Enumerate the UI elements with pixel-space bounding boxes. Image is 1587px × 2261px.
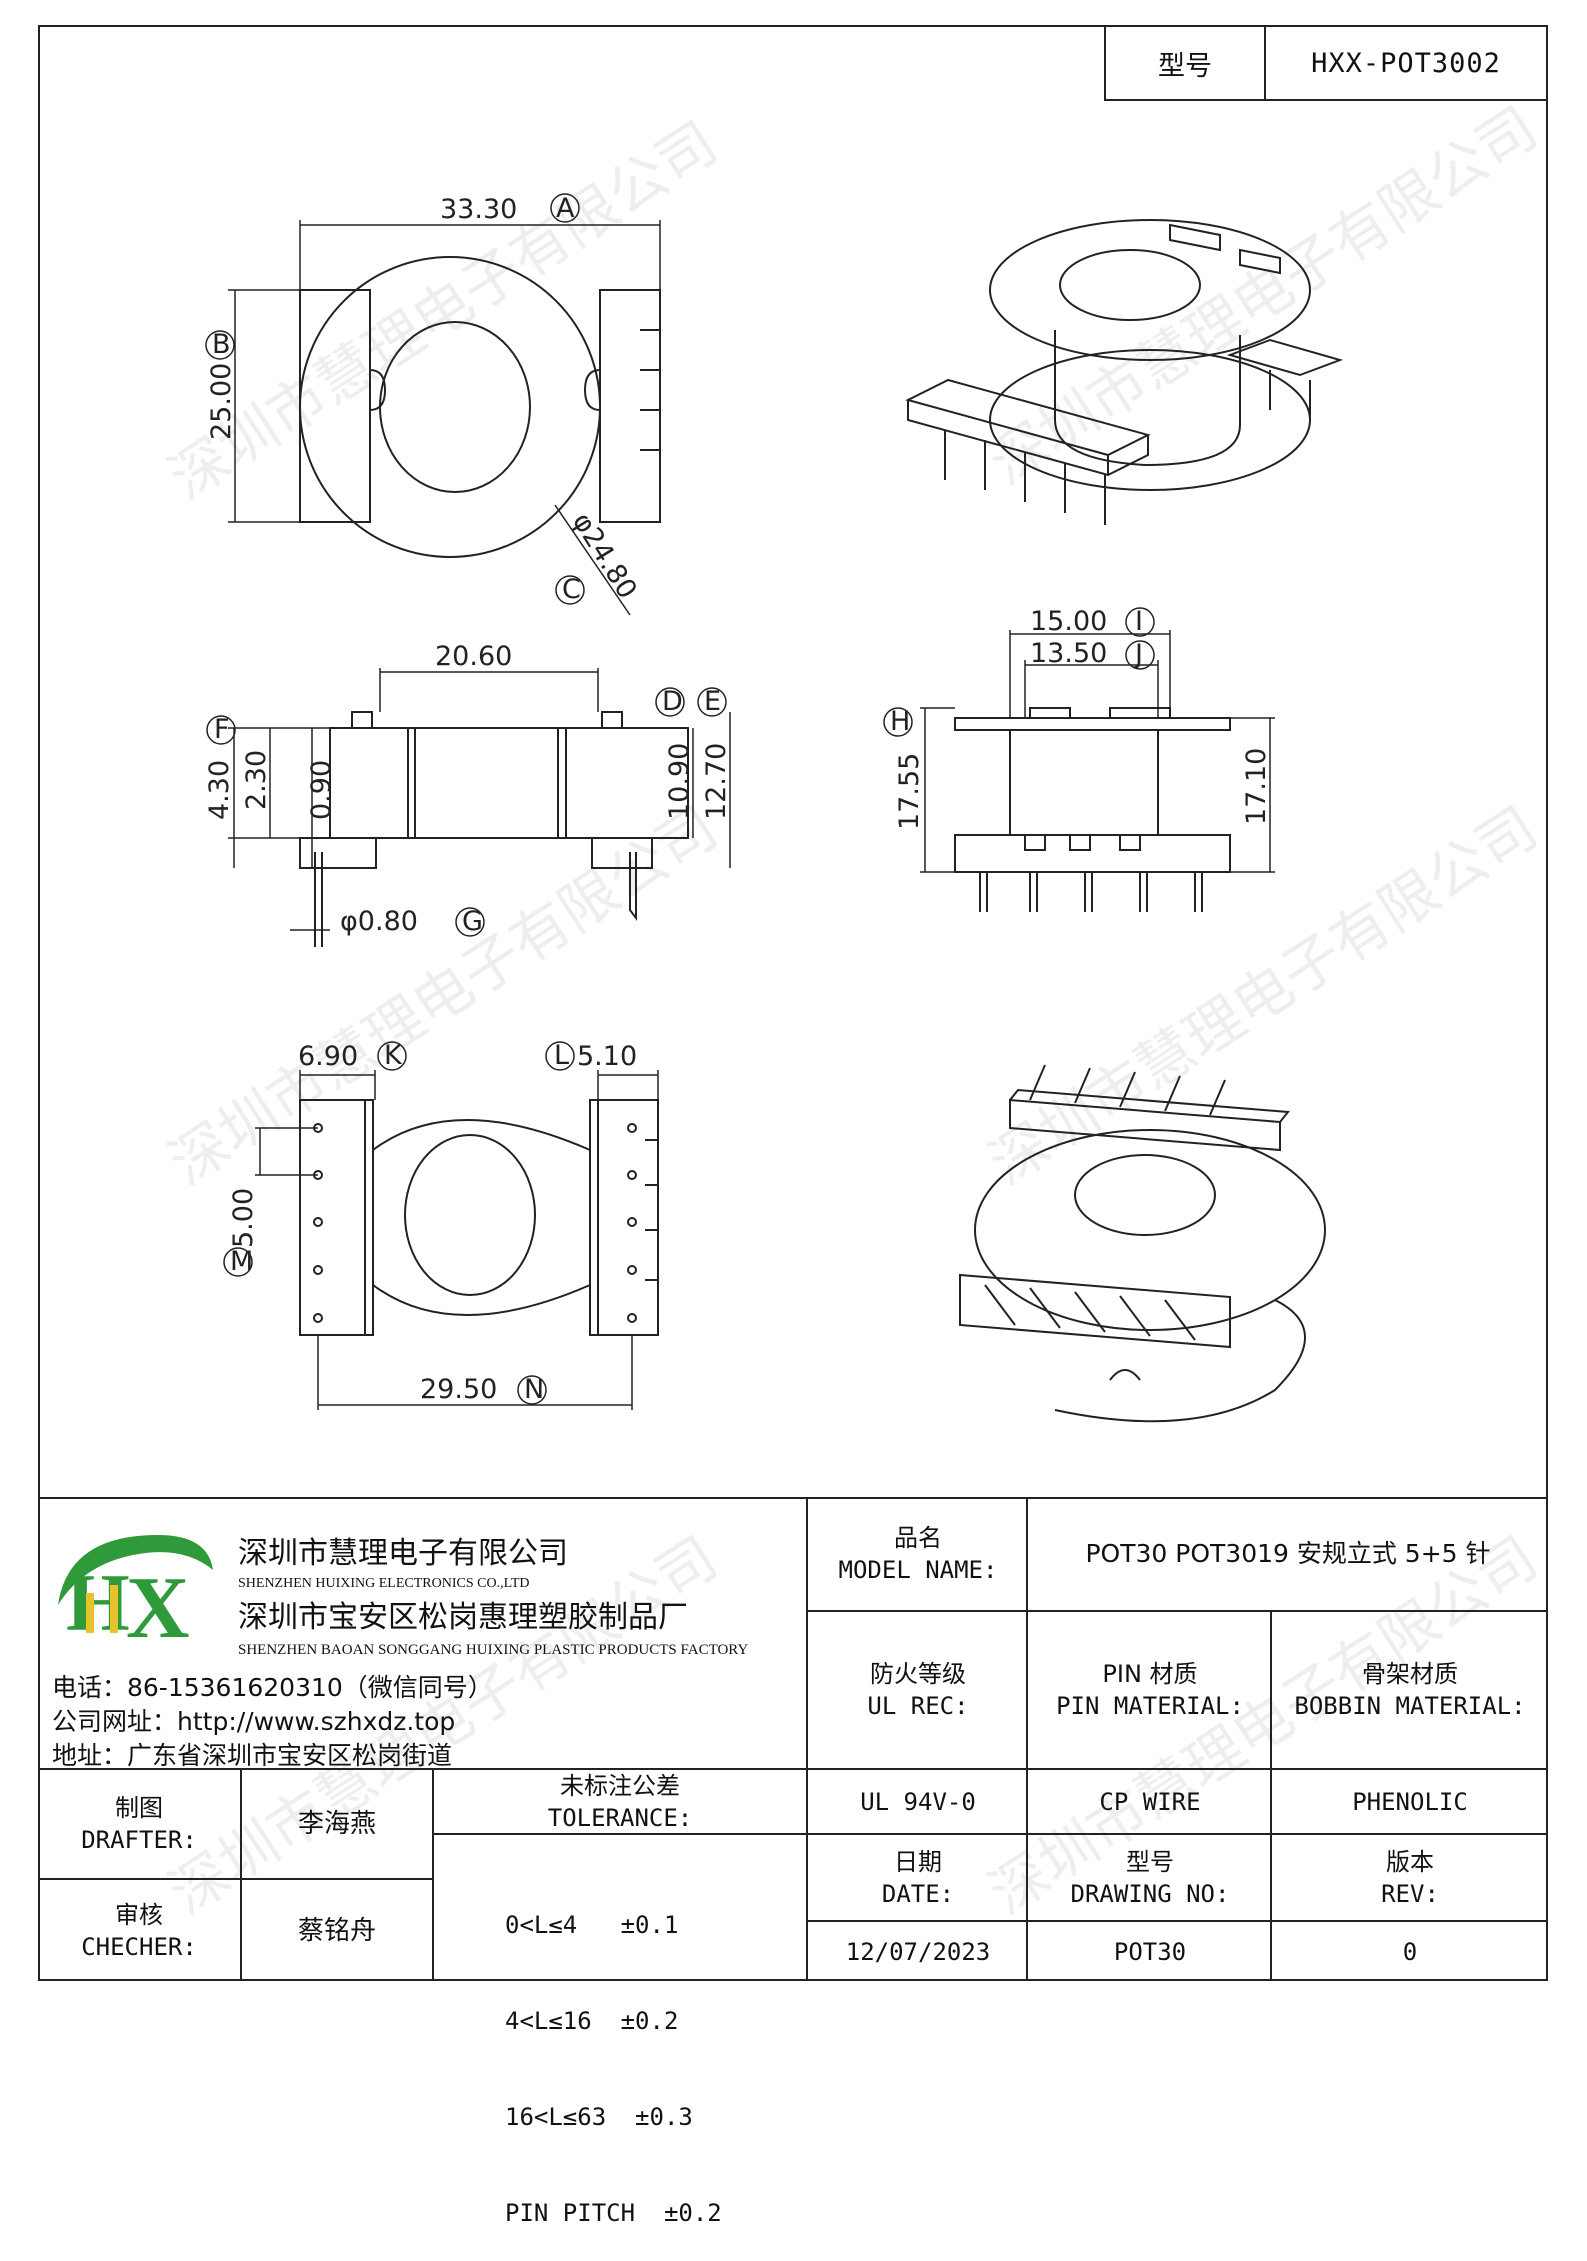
dim-n: 29.50	[420, 1374, 497, 1405]
rev-label: 版本 REV:	[1272, 1835, 1548, 1920]
dim-letter-k: K	[384, 1040, 403, 1071]
dim-f2: 2.30	[241, 750, 272, 810]
dim-letter-g: G	[462, 906, 483, 937]
dim-letter-l: L	[554, 1040, 569, 1071]
dim-letter-a: A	[556, 193, 575, 224]
fire-rating-en: UL REC:	[867, 1692, 969, 1720]
isometric-view-bottom	[959, 1064, 1326, 1423]
tolerance-en: TOLERANCE:	[547, 1803, 693, 1832]
model-name-en: MODEL NAME:	[838, 1555, 998, 1584]
dim-e-value: 12.70	[701, 743, 732, 820]
date-value: 12/07/2023	[845, 1937, 991, 1966]
company-name-en: SHENZHEN HUIXING ELECTRONICS CO.,LTD	[238, 1576, 530, 1591]
tolerance-item: 4<L≤16 ±0.2	[505, 2007, 679, 2035]
dim-letter-f: F	[214, 714, 230, 745]
pin-material-cn: PIN 材质	[1102, 1660, 1198, 1688]
drawing-no-en: DRAWING NO:	[1070, 1879, 1230, 1908]
dim-letter-c: C	[562, 574, 581, 605]
company-logo: H X	[58, 1535, 213, 1650]
svg-text:X: X	[126, 1560, 190, 1650]
dim-h-right: 17.10	[1241, 748, 1272, 825]
dim-letter-m: M	[230, 1246, 253, 1277]
dim-a: 33.30	[440, 194, 517, 225]
bobbin-material-cn: 骨架材质	[1362, 1660, 1458, 1688]
model-header-key: 型号	[1106, 27, 1266, 99]
dim-j: 13.50	[1030, 638, 1107, 669]
drafter-en: DRAFTER:	[81, 1826, 197, 1854]
drawing-no-value: POT30	[1113, 1937, 1187, 1966]
date-en: DATE:	[881, 1879, 955, 1908]
dim-pin-dia: φ0.80	[340, 906, 418, 937]
model-name-value: POT30 POT3019 安规立式 5+5 针	[1085, 1538, 1491, 1568]
tolerance-label: 未标注公差 TOLERANCE:	[434, 1770, 806, 1833]
dim-inner-height: 0.90	[306, 760, 337, 820]
rev-value: 0	[1402, 1937, 1418, 1966]
title-block	[38, 1497, 1548, 1981]
bobbin-material-en: BOBBIN MATERIAL:	[1294, 1692, 1526, 1720]
side-view	[920, 630, 1275, 912]
drafter-name: 李海燕	[297, 1809, 376, 1839]
model-name-label: 品名 MODEL NAME:	[808, 1497, 1028, 1610]
dim-letter-e: E	[704, 686, 721, 717]
dim-letter-b: B	[212, 329, 231, 360]
fire-rating-label: 防火等级 UL REC:	[808, 1612, 1028, 1768]
checker-en: CHECHER:	[81, 1932, 197, 1961]
bobbin-material-label: 骨架材质 BOBBIN MATERIAL:	[1272, 1612, 1548, 1768]
drawing-no-label: 型号 DRAWING NO:	[1028, 1835, 1272, 1920]
pin-material-en: PIN MATERIAL:	[1056, 1692, 1244, 1720]
rev-cn: 版本	[1386, 1847, 1434, 1876]
model-header-value: HXX-POT3002	[1311, 47, 1501, 79]
model-header: 型号 HXX-POT3002	[1104, 25, 1548, 101]
company-address: 地址：广东省深圳市宝安区松岗街道	[52, 1741, 453, 1770]
checker-label: 审核 CHECHER:	[38, 1880, 240, 1981]
company-website: 公司网址：http://www.szhxdz.top	[52, 1707, 456, 1736]
company-name-cn: 深圳市慧理电子有限公司	[238, 1536, 568, 1571]
dim-letter-j: J	[1133, 639, 1143, 670]
dim-letter-n: N	[524, 1374, 544, 1405]
dim-l: 5.10	[577, 1041, 637, 1072]
dim-m: 5.00	[228, 1188, 259, 1248]
factory-name-en: SHENZHEN BAOAN SONGGANG HUIXING PLASTIC …	[238, 1642, 749, 1658]
tolerance-cn: 未标注公差	[560, 1771, 680, 1800]
dim-letter-d: D	[662, 686, 683, 717]
pin-material-value: CP WIRE	[1099, 1787, 1201, 1816]
rev-en: REV:	[1381, 1879, 1439, 1908]
drafter-label: 制图 DRAFTER:	[38, 1770, 240, 1878]
date-label: 日期 DATE:	[808, 1835, 1028, 1920]
model-name-cn: 品名	[894, 1523, 942, 1552]
drawing-no-cn: 型号	[1126, 1847, 1174, 1876]
bobbin-material-value: PHENOLIC	[1352, 1787, 1468, 1816]
front-view	[228, 668, 731, 947]
dim-k: 6.90	[298, 1041, 358, 1072]
top-view	[228, 220, 661, 616]
drafter-cn: 制图	[115, 1794, 163, 1822]
company-phone: 电话：86-15361620310（微信同号）	[52, 1673, 493, 1702]
factory-name-cn: 深圳市宝安区松岗惠理塑胶制品厂	[238, 1600, 688, 1635]
checker-cn: 审核	[115, 1900, 163, 1929]
dim-letter-i: I	[1135, 606, 1143, 637]
dim-d-value: 10.90	[664, 743, 695, 820]
technical-drawing: 33.30 A 25.00 B φ24.80 C	[204, 193, 1344, 1423]
tolerance-item: PIN PITCH ±0.2	[505, 2199, 722, 2227]
dim-letter-h: H	[890, 706, 910, 737]
isometric-view-top	[905, 219, 1344, 525]
tolerance-list: 0<L≤4 ±0.1 4<L≤16 ±0.2 16<L≤63 ±0.3 PIN …	[505, 1845, 722, 2261]
dim-h-left: 17.55	[894, 753, 925, 830]
dim-b: 25.00	[206, 363, 237, 440]
fire-rating-value: UL 94V-0	[860, 1787, 976, 1816]
fire-rating-cn: 防火等级	[870, 1660, 966, 1688]
svg-text:H: H	[66, 1557, 130, 1648]
checker-name: 蔡铭舟	[297, 1915, 376, 1946]
dim-f: 4.30	[204, 760, 235, 820]
pin-material-label: PIN 材质 PIN MATERIAL:	[1028, 1612, 1272, 1768]
tolerance-item: 16<L≤63 ±0.3	[505, 2103, 693, 2131]
dim-front-width: 20.60	[435, 641, 512, 672]
dim-i: 15.00	[1030, 606, 1107, 637]
bottom-view	[255, 1070, 659, 1410]
date-cn: 日期	[894, 1847, 942, 1876]
tolerance-item: 0<L≤4 ±0.1	[505, 1911, 679, 1939]
